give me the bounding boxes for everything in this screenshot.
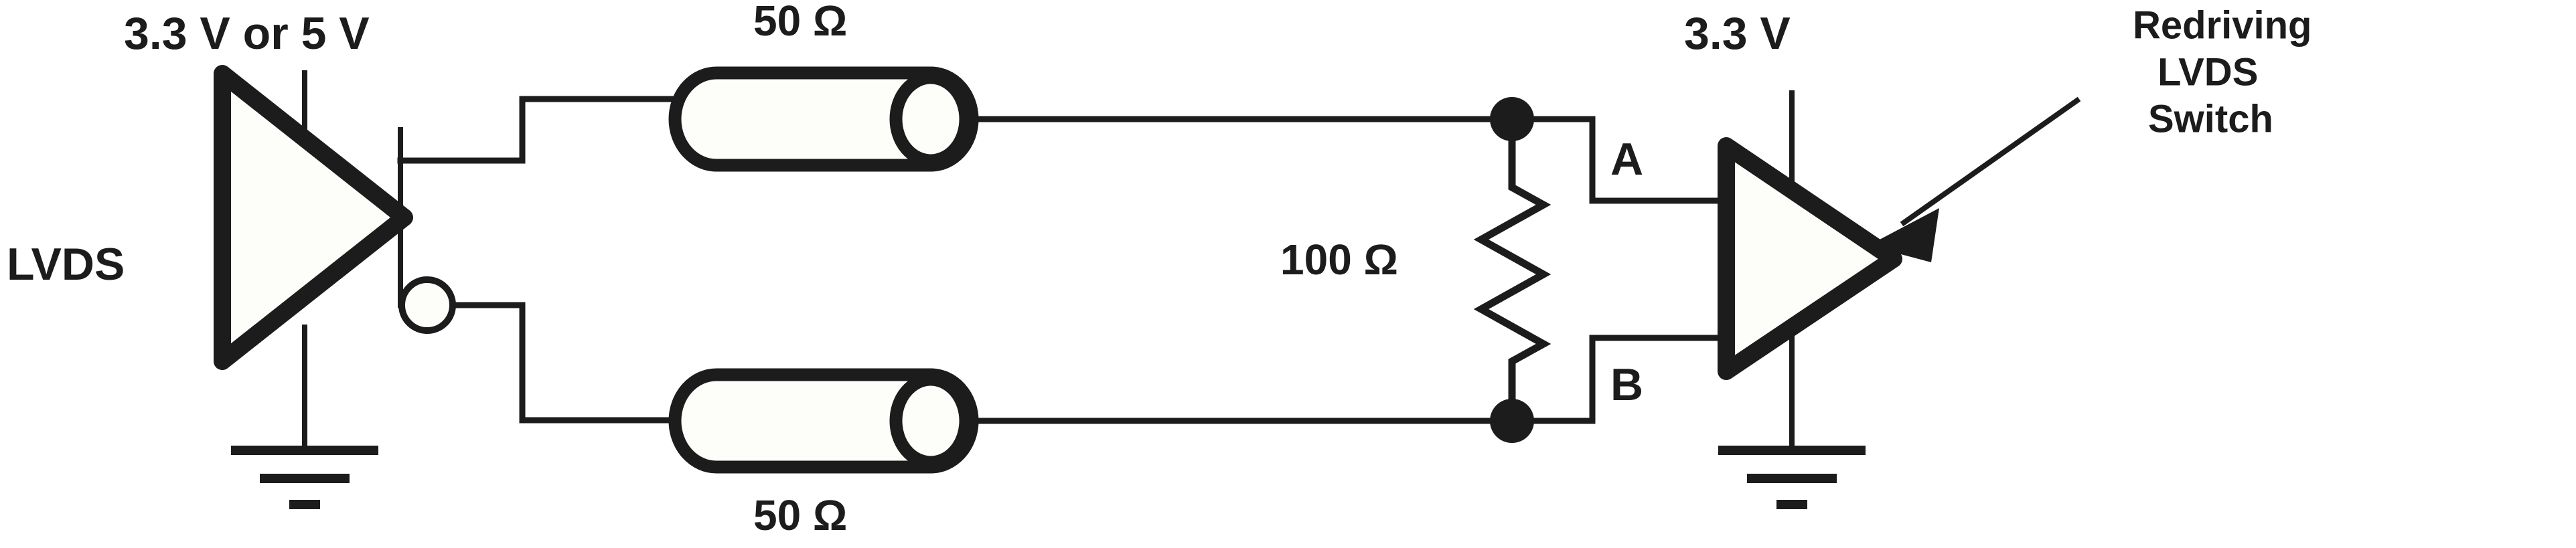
inverting-output-bubble bbox=[398, 276, 456, 334]
sink-supply-label: 3.3 V bbox=[1684, 8, 1791, 59]
termination-label: 100 Ω bbox=[1280, 236, 1398, 284]
driver-output-negative-wire bbox=[449, 302, 681, 424]
transmission-line-top[interactable] bbox=[668, 66, 979, 172]
net-b-wire bbox=[1509, 335, 1730, 424]
lvds-driver-buffer[interactable] bbox=[214, 65, 413, 370]
tline-top-label: 50 Ω bbox=[753, 0, 847, 45]
callout-arrow-icon bbox=[1868, 208, 1939, 262]
node-b-label: B bbox=[1610, 359, 1643, 410]
tline-bottom-label: 50 Ω bbox=[753, 491, 847, 539]
node-a-label: A bbox=[1610, 134, 1643, 185]
net-a-wire bbox=[1509, 116, 1730, 204]
callout-leader-line bbox=[1900, 96, 2081, 227]
callout-label-line3: Switch bbox=[2148, 97, 2273, 141]
ground-symbol-right bbox=[1718, 446, 1866, 509]
redriving-lvds-switch-buffer[interactable] bbox=[1718, 137, 1902, 380]
transmission-line-bottom[interactable] bbox=[668, 368, 979, 474]
source-supply-label: 3.3 V or 5 V bbox=[124, 8, 370, 59]
callout-label-line2: LVDS bbox=[2157, 50, 2258, 94]
source-block-label: LVDS bbox=[7, 239, 125, 290]
callout-label-line1: Redriving bbox=[2133, 3, 2312, 47]
ground-symbol-left bbox=[231, 446, 378, 509]
termination-resistor[interactable] bbox=[1473, 134, 1551, 407]
driver-output-positive-wire bbox=[397, 96, 681, 164]
